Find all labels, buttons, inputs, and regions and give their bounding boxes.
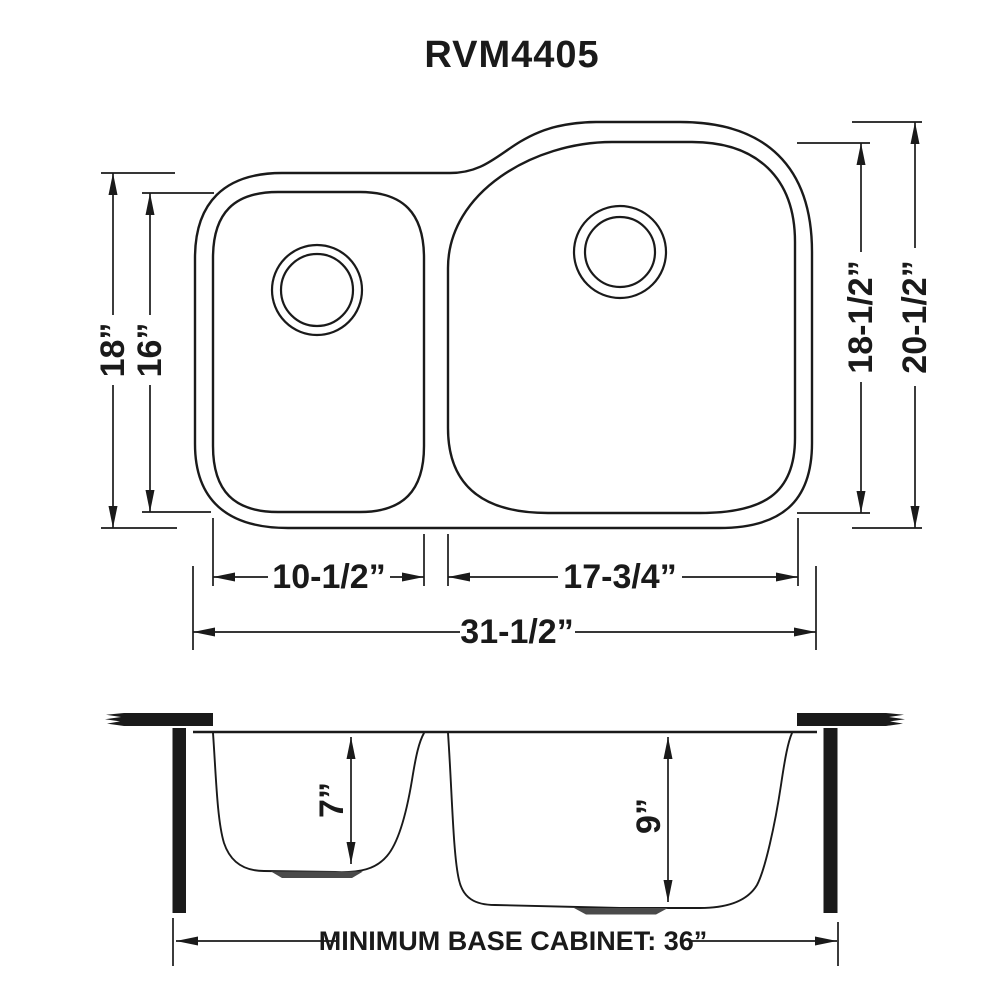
arrowhead-up bbox=[663, 737, 673, 759]
top-view: 18” 16” 18-1/2” bbox=[94, 120, 934, 651]
dim-left-bowl-depth: 7” bbox=[313, 737, 356, 864]
dim-overall-height-right: 20-1/2” bbox=[852, 121, 934, 529]
arrowhead-up bbox=[108, 173, 118, 195]
dim-label-overall-width: 31-1/2” bbox=[460, 613, 573, 651]
right-drain-inner-ring bbox=[583, 215, 657, 289]
dim-label-left-bowl-width: 10-1/2” bbox=[272, 558, 385, 596]
left-drain-strip bbox=[271, 871, 363, 878]
arrowhead-right bbox=[776, 572, 798, 582]
dim-overall-height-left: 18” bbox=[94, 172, 177, 529]
right-bowl-outline bbox=[446, 140, 797, 515]
dim-overall-width: 31-1/2” bbox=[193, 613, 816, 651]
dim-left-bowl-height: 16” bbox=[131, 192, 214, 513]
dim-label-overall-height-right: 20-1/2” bbox=[896, 260, 934, 373]
arrowhead-down bbox=[910, 506, 920, 528]
countertop-left bbox=[105, 713, 213, 726]
arrowhead-down bbox=[108, 506, 118, 528]
arrowhead-up bbox=[910, 122, 920, 144]
arrowhead-down bbox=[663, 880, 673, 902]
cabinet-wall-left bbox=[172, 728, 186, 913]
arrowhead-up bbox=[856, 143, 866, 165]
arrowhead-left bbox=[448, 572, 470, 582]
dim-label-right-bowl-width: 17-3/4” bbox=[563, 558, 676, 596]
dim-left-bowl-width: 10-1/2” bbox=[213, 558, 424, 596]
left-drain-inner-ring bbox=[279, 252, 355, 328]
left-bowl-section-profile bbox=[212, 732, 425, 874]
sink-outer-outline bbox=[193, 120, 814, 530]
dim-right-bowl-depth: 9” bbox=[630, 737, 673, 902]
dim-right-bowl-width: 17-3/4” bbox=[448, 558, 798, 596]
dim-label-overall-height-left: 18” bbox=[94, 323, 132, 378]
arrowhead-right bbox=[402, 572, 424, 582]
right-drain-outer-ring bbox=[572, 204, 668, 300]
arrowhead-down bbox=[145, 490, 155, 512]
arrowhead-left bbox=[213, 572, 235, 582]
model-number-title: RVM4405 bbox=[424, 34, 599, 76]
arrowhead-left bbox=[193, 627, 215, 637]
left-bowl-drain bbox=[270, 243, 364, 337]
arrowhead-right bbox=[794, 627, 816, 637]
arrowhead-down bbox=[346, 842, 356, 864]
dim-label-left-bowl-height: 16” bbox=[131, 323, 169, 378]
right-bowl-section-profile bbox=[447, 732, 793, 909]
dim-label-right-bowl-height: 18-1/2” bbox=[842, 260, 880, 373]
right-bowl-drain bbox=[572, 204, 668, 300]
cabinet-wall-right bbox=[823, 728, 838, 913]
countertop-right bbox=[797, 713, 905, 726]
arrowhead-down bbox=[856, 491, 866, 513]
arrowhead-up bbox=[346, 737, 356, 759]
left-bowl-outline bbox=[211, 190, 426, 514]
arrowhead-right bbox=[815, 936, 837, 946]
base-cabinet-note: MINIMUM BASE CABINET: 36” bbox=[319, 926, 708, 956]
dim-label-left-bowl-depth: 7” bbox=[313, 782, 351, 818]
dim-right-bowl-height: 18-1/2” bbox=[797, 142, 880, 514]
dim-base-cabinet: MINIMUM BASE CABINET: 36” bbox=[172, 918, 839, 966]
arrowhead-up bbox=[145, 193, 155, 215]
right-drain-strip bbox=[574, 908, 668, 915]
section-view: 7” 9” MINIMUM BASE CABINET: 36” bbox=[105, 713, 905, 966]
dim-label-right-bowl-depth: 9” bbox=[630, 798, 668, 834]
left-drain-outer-ring bbox=[270, 243, 364, 337]
arrowhead-left bbox=[176, 936, 198, 946]
